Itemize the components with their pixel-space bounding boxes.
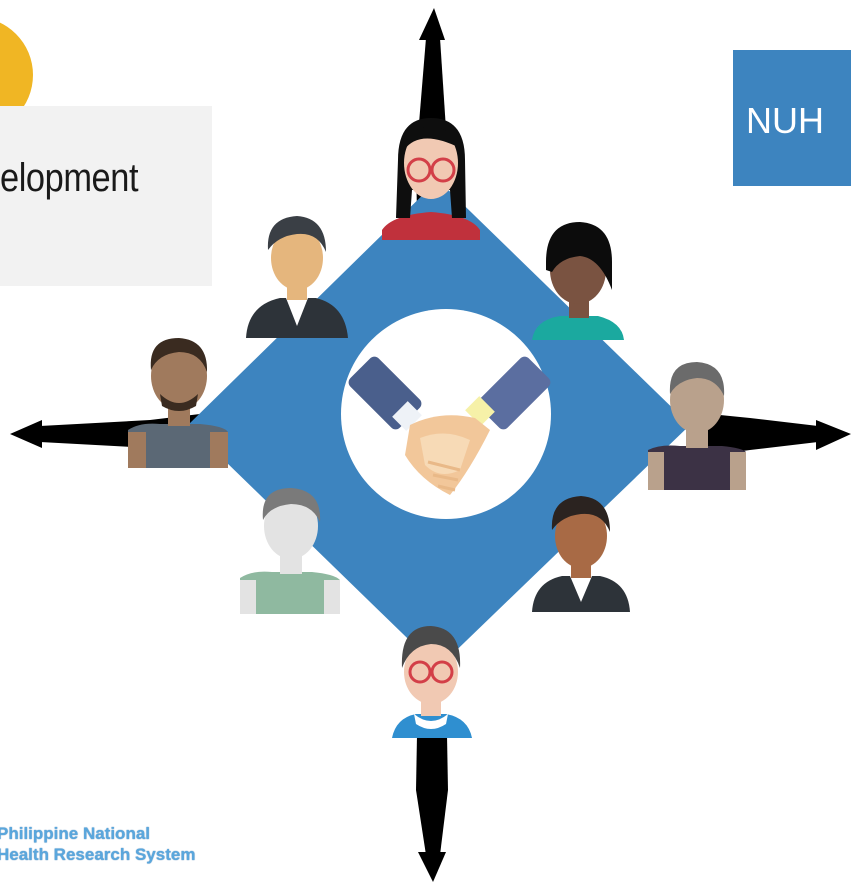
accent-circle [0,22,33,128]
arrow-down-icon [416,735,448,882]
logo-line-1: Philippine National [0,824,151,843]
person-icon [392,626,472,738]
person-icon [382,118,480,240]
nuh-badge [733,50,851,186]
caption-text: elopment [0,156,139,200]
person-icon [532,222,624,340]
center-circle [341,309,551,519]
person-icon [128,338,228,468]
logo-line-2: Health Research System [0,845,196,864]
person-icon [648,362,746,490]
caption-panel [0,106,212,286]
person-icon [246,216,348,338]
handshake-icon [348,356,551,495]
person-icon [532,496,630,612]
nuh-badge-text: NUH [746,100,824,141]
person-icon [240,488,340,614]
